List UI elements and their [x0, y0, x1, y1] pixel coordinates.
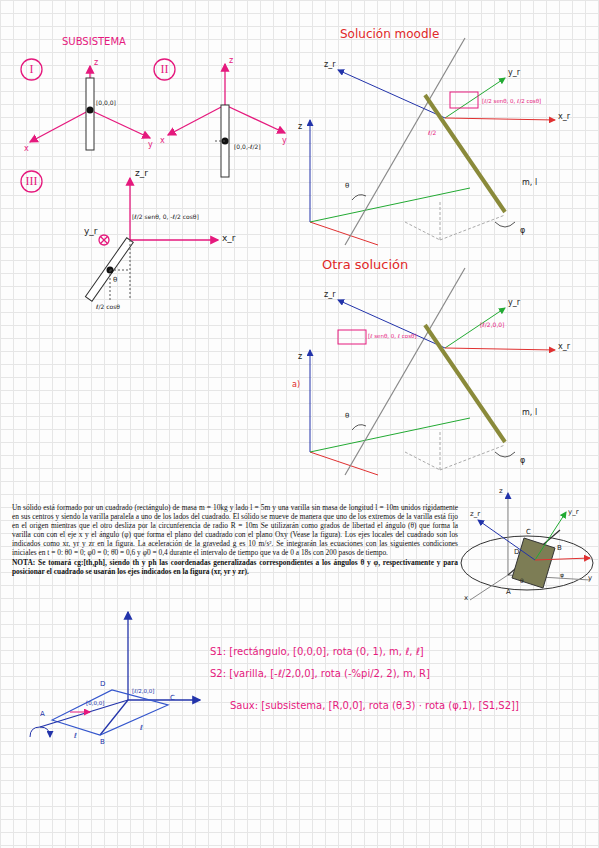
problem-text: Un sólido está formado por un cuadrado (…: [12, 503, 458, 557]
annotation: B: [100, 738, 105, 746]
annotation: θ: [345, 412, 349, 420]
problem-text: NOTA: Se tomará cg:[th,ph], siendo th y …: [12, 558, 458, 576]
annotation: [0,0,0]: [86, 700, 104, 706]
annotation: Saux: [subsistema, [R,0,0], rota (θ,3) ·…: [230, 700, 519, 712]
annotation: x: [24, 144, 29, 153]
annotation: ℓ/2 cosθ: [96, 304, 120, 311]
annotation: y_r: [84, 226, 98, 236]
annotation: x_r: [222, 233, 236, 243]
annotation: [ℓ/2 senθ, 0, ℓ/2 cosθ]: [482, 98, 541, 104]
numeral-circle: II: [153, 58, 176, 81]
annotation: φ: [520, 226, 525, 235]
annotation: [ℓ senθ, 0, ℓ cosθ]: [368, 333, 417, 339]
annotation: S1: [rectángulo, [0,0,0], rota (0, 1), m…: [210, 646, 424, 658]
annotation: y_r: [508, 68, 520, 77]
numeral-circle: III: [20, 170, 43, 193]
numeral-circle: I: [20, 58, 43, 81]
numeral: III: [20, 170, 43, 193]
annotation: z: [94, 58, 98, 67]
annotation: θ: [113, 276, 117, 284]
annotation: Otra solución: [322, 258, 408, 273]
numeral: II: [153, 58, 176, 81]
annotation: [ℓ/2,0,0]: [132, 688, 154, 694]
annotation: C: [170, 694, 175, 702]
annotation: [ℓ/2 senθ, 0, -ℓ/2 cosθ]: [132, 214, 199, 221]
annotation: z: [298, 352, 302, 361]
annotation: ℓ: [74, 732, 77, 740]
annotation: A: [40, 710, 45, 718]
annotation: φ: [560, 572, 564, 579]
annotation: ℓ: [140, 724, 143, 732]
annotation: y_r: [508, 298, 520, 307]
annotation: z: [229, 56, 233, 65]
annotation: z: [298, 122, 302, 131]
annotation: C: [526, 528, 531, 536]
annotation: B: [557, 544, 562, 552]
annotation: z: [499, 487, 503, 495]
annotation: D: [514, 548, 519, 556]
annotation: y: [148, 140, 153, 149]
annotation: θ: [345, 182, 349, 190]
annotation: S2: [varilla, [-ℓ/2,0,0], rota (-%pi/2, …: [210, 668, 430, 680]
annotation: m, l: [522, 178, 537, 187]
annotation: z_r: [324, 290, 336, 299]
annotation: z_r: [324, 60, 336, 69]
numeral: I: [20, 58, 43, 81]
annotation: SUBSISTEMA: [62, 36, 126, 48]
annotation: φ: [520, 456, 525, 465]
annotation: ℓ/2: [428, 130, 436, 137]
annotation: y: [588, 574, 592, 582]
annotation: x_r: [558, 342, 570, 351]
annotation: D: [100, 680, 105, 688]
annotation: Solución moodle: [340, 28, 439, 42]
annotation: a): [292, 380, 300, 389]
annotation: y_r: [568, 508, 579, 516]
annotation: [ℓ/2,0,0]: [480, 322, 504, 329]
annotation: [0,0,-ℓ/2]: [234, 144, 261, 151]
annotation: x_r: [558, 112, 570, 121]
annotation: z_r: [470, 510, 480, 518]
annotation: x: [160, 136, 165, 145]
annotation: [0,0,0]: [96, 100, 116, 107]
annotation: A: [506, 588, 511, 596]
annotation: z_r: [135, 168, 148, 178]
annotation: θ: [520, 578, 524, 585]
annotation: m, l: [522, 408, 537, 417]
annotation: y: [282, 136, 287, 145]
annotation: x: [464, 594, 468, 602]
